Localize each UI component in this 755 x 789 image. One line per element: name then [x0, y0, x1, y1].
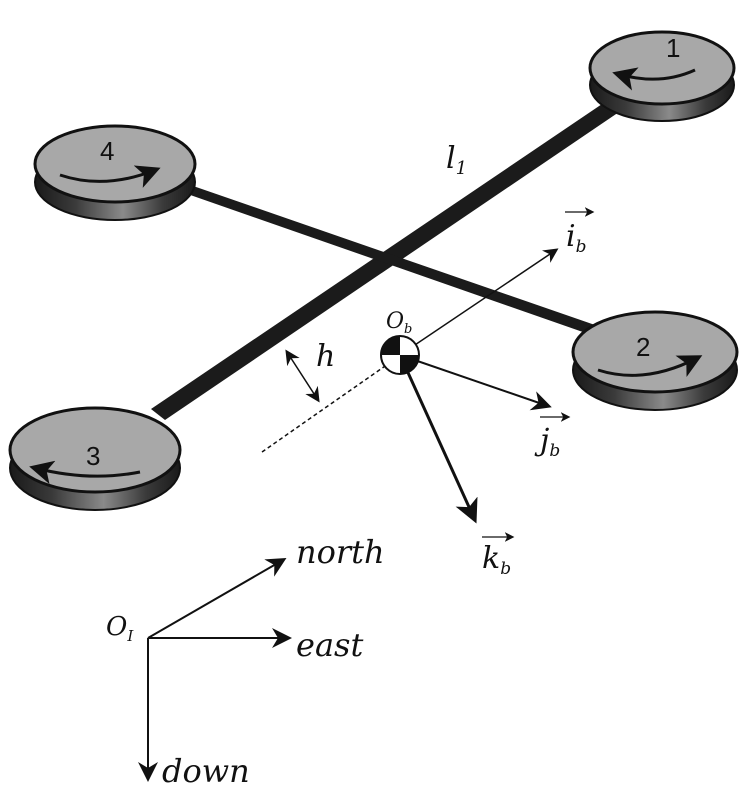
- svg-text:l1: l1: [446, 141, 467, 179]
- rotor-1-label: 1: [666, 33, 680, 63]
- axis-i-arrow: [399, 248, 559, 356]
- axis-i-label: ib: [565, 207, 595, 257]
- rotor-1-rotation-arrow: [612, 67, 696, 91]
- svg-text:ib: ib: [566, 219, 587, 257]
- inertial-origin-label: OI: [106, 612, 134, 645]
- height-dashed-line: [261, 363, 389, 453]
- axis-j-arrow: [399, 354, 552, 411]
- height-arrow: [285, 349, 320, 403]
- down-label: down: [162, 752, 250, 789]
- rotor-2: 2: [571, 310, 739, 411]
- rotor-4: 4: [33, 124, 197, 221]
- arm-4-2: [170, 178, 600, 338]
- rotor-3: 3: [8, 406, 182, 511]
- center-of-mass-icon: [380, 335, 420, 375]
- rotor-4-rotation-arrow: [59, 165, 161, 188]
- svg-text:kb: kb: [482, 541, 511, 579]
- rotor-3-label: 3: [86, 441, 100, 471]
- axis-j-label: jb: [534, 412, 571, 461]
- inertial-frame: OI north east down: [106, 533, 385, 789]
- rotor-2-rotation-arrow: [597, 355, 703, 377]
- arm-length-label: l1: [446, 141, 467, 179]
- north-label: north: [296, 533, 385, 571]
- east-label: east: [296, 626, 363, 664]
- axis-k-label: kb: [482, 532, 515, 579]
- north-arrow: [147, 557, 287, 639]
- axis-k-arrow: [398, 354, 478, 524]
- body-origin-label: Ob: [386, 309, 412, 337]
- svg-text:jb: jb: [534, 423, 560, 461]
- rotor-1: 1: [588, 30, 736, 122]
- rotor-4-label: 4: [100, 136, 114, 166]
- rotor-2-label: 2: [636, 332, 650, 362]
- height-label: h: [316, 339, 335, 374]
- rotor-3-rotation-arrow: [29, 460, 141, 485]
